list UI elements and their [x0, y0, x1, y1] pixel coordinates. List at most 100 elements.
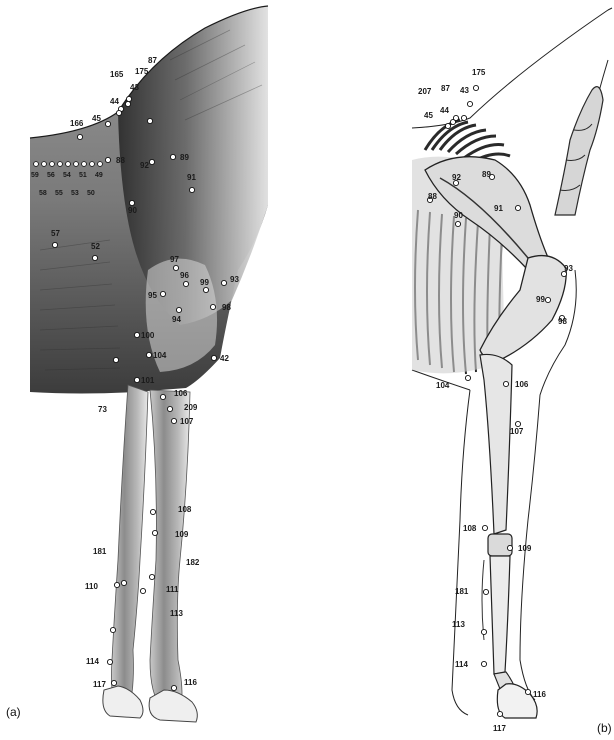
back-row-marker	[74, 162, 79, 167]
b-point-106-marker	[503, 381, 508, 386]
b-point-113-label: 113	[452, 620, 465, 629]
b-point-43-marker	[467, 101, 472, 106]
a-point-101-marker	[134, 377, 139, 382]
a-point-100-marker	[134, 332, 139, 337]
a-point-108-marker	[150, 509, 155, 514]
b-point-87-label: 87	[441, 84, 450, 93]
a-point-107-marker	[171, 418, 176, 423]
a-point-104-label: 104	[153, 351, 167, 360]
a-point-109-marker	[152, 530, 157, 535]
a-point-94-label: 94	[172, 315, 181, 324]
back-row-marker	[98, 162, 103, 167]
a-point-99-marker	[203, 287, 208, 292]
a-point-73-label: 73	[98, 405, 107, 414]
b-point-89-label: 89	[482, 170, 491, 179]
a-point-45-marker	[105, 121, 110, 126]
b-point-90-label: 90	[454, 211, 463, 220]
a-point-165-label: 165	[110, 70, 124, 79]
a-point-117-marker	[111, 680, 116, 685]
b-point-117-marker	[497, 711, 502, 716]
b-point-207-label: 207	[418, 87, 432, 96]
a-point-43-label: 43	[130, 83, 139, 92]
cannon-bone	[490, 556, 510, 674]
b-point-116-marker	[525, 689, 530, 694]
a-point-114-marker	[107, 659, 112, 664]
a-point-93-label: 93	[230, 275, 239, 284]
b-point-91-label: 91	[494, 204, 503, 213]
far-leg-shape	[150, 390, 190, 716]
a-point-73-marker	[113, 357, 118, 362]
a-point-109-label: 109	[175, 530, 189, 539]
b-point-181-label: 181	[455, 587, 469, 596]
back-row-marker	[34, 162, 39, 167]
back-row-lower-label: 58	[39, 190, 47, 197]
a-point-100-label: 100	[141, 331, 155, 340]
a-point-93-marker	[221, 280, 226, 285]
b-point-104-marker	[465, 375, 470, 380]
a-point-87-label: 87	[148, 56, 157, 65]
b-point-104-label: 104	[436, 381, 450, 390]
a-point-114-label: 114	[86, 657, 99, 666]
back-row-upper-label: 51	[79, 172, 87, 179]
near-hoof-shape	[103, 686, 143, 718]
back-row-marker	[90, 162, 95, 167]
a-point-42-label: 42	[220, 354, 229, 363]
back-row-upper-label: 54	[63, 172, 71, 179]
a-point-89-marker	[170, 154, 175, 159]
a-point-106-label: 106	[174, 389, 188, 398]
a-point-95-marker	[160, 291, 165, 296]
a-point-116-label: 116	[184, 678, 197, 687]
b-point-175-label: 175	[472, 68, 486, 77]
back-row-marker	[82, 162, 87, 167]
panel-a-label: (a)	[6, 705, 21, 719]
a-point-44-label: 44	[110, 97, 119, 106]
a-point-117-label: 117	[93, 680, 106, 689]
back-row-upper-label: 49	[95, 172, 103, 179]
b-point-43-label: 43	[460, 86, 469, 95]
a-point-116-marker	[171, 685, 176, 690]
a-point-110-marker	[114, 582, 119, 587]
b-point-93-label: 93	[564, 264, 573, 273]
panel-b-label: (b)	[597, 721, 612, 735]
a-point-87-marker	[147, 118, 152, 123]
b-point-98-label: 98	[558, 317, 567, 326]
a-point-111-marker	[140, 588, 145, 593]
b-point-113-marker	[481, 629, 486, 634]
a-point-88-marker	[105, 157, 110, 162]
b-point-109-label: 109	[518, 544, 532, 553]
a-point-57-marker	[52, 242, 57, 247]
b-point-90-marker	[455, 221, 460, 226]
a-point-92-marker	[149, 159, 154, 164]
a-point-209-marker	[167, 406, 172, 411]
b-point-114-label: 114	[455, 660, 468, 669]
a-point-42-marker	[211, 355, 216, 360]
a-point-97-marker	[173, 265, 178, 270]
panel-a: (a) 595654514958555350 87165175444345166…	[6, 6, 268, 722]
b-point-107-label: 107	[510, 427, 524, 436]
b-point-181-marker	[483, 589, 488, 594]
a-point-209-label: 209	[184, 403, 198, 412]
a-point-90-label: 90	[128, 206, 137, 215]
back-row-lower-label: 55	[55, 190, 63, 197]
thoracic-spines	[425, 120, 510, 162]
b-point-114-marker	[481, 661, 486, 666]
a-point-106-marker	[160, 394, 165, 399]
a-point-88-label: 88	[116, 156, 125, 165]
a-point-91-label: 91	[187, 173, 196, 182]
b-point-44-label: 44	[440, 106, 449, 115]
b-point-45-label: 45	[424, 111, 433, 120]
b-point-108-marker	[482, 525, 487, 530]
back-row-marker	[66, 162, 71, 167]
a-point-91-marker	[189, 187, 194, 192]
a-point-45-label: 45	[92, 114, 101, 123]
a-point-166-marker	[77, 134, 82, 139]
a-point-96-marker	[183, 281, 188, 286]
b-point-175-marker	[473, 85, 478, 90]
b-point-91-marker	[515, 205, 520, 210]
a-point-110-label: 110	[85, 582, 98, 591]
a-point-52-label: 52	[91, 242, 100, 251]
carpal-bones	[488, 534, 512, 556]
a-point-97-label: 97	[170, 255, 179, 264]
a-point-89-label: 89	[180, 153, 189, 162]
